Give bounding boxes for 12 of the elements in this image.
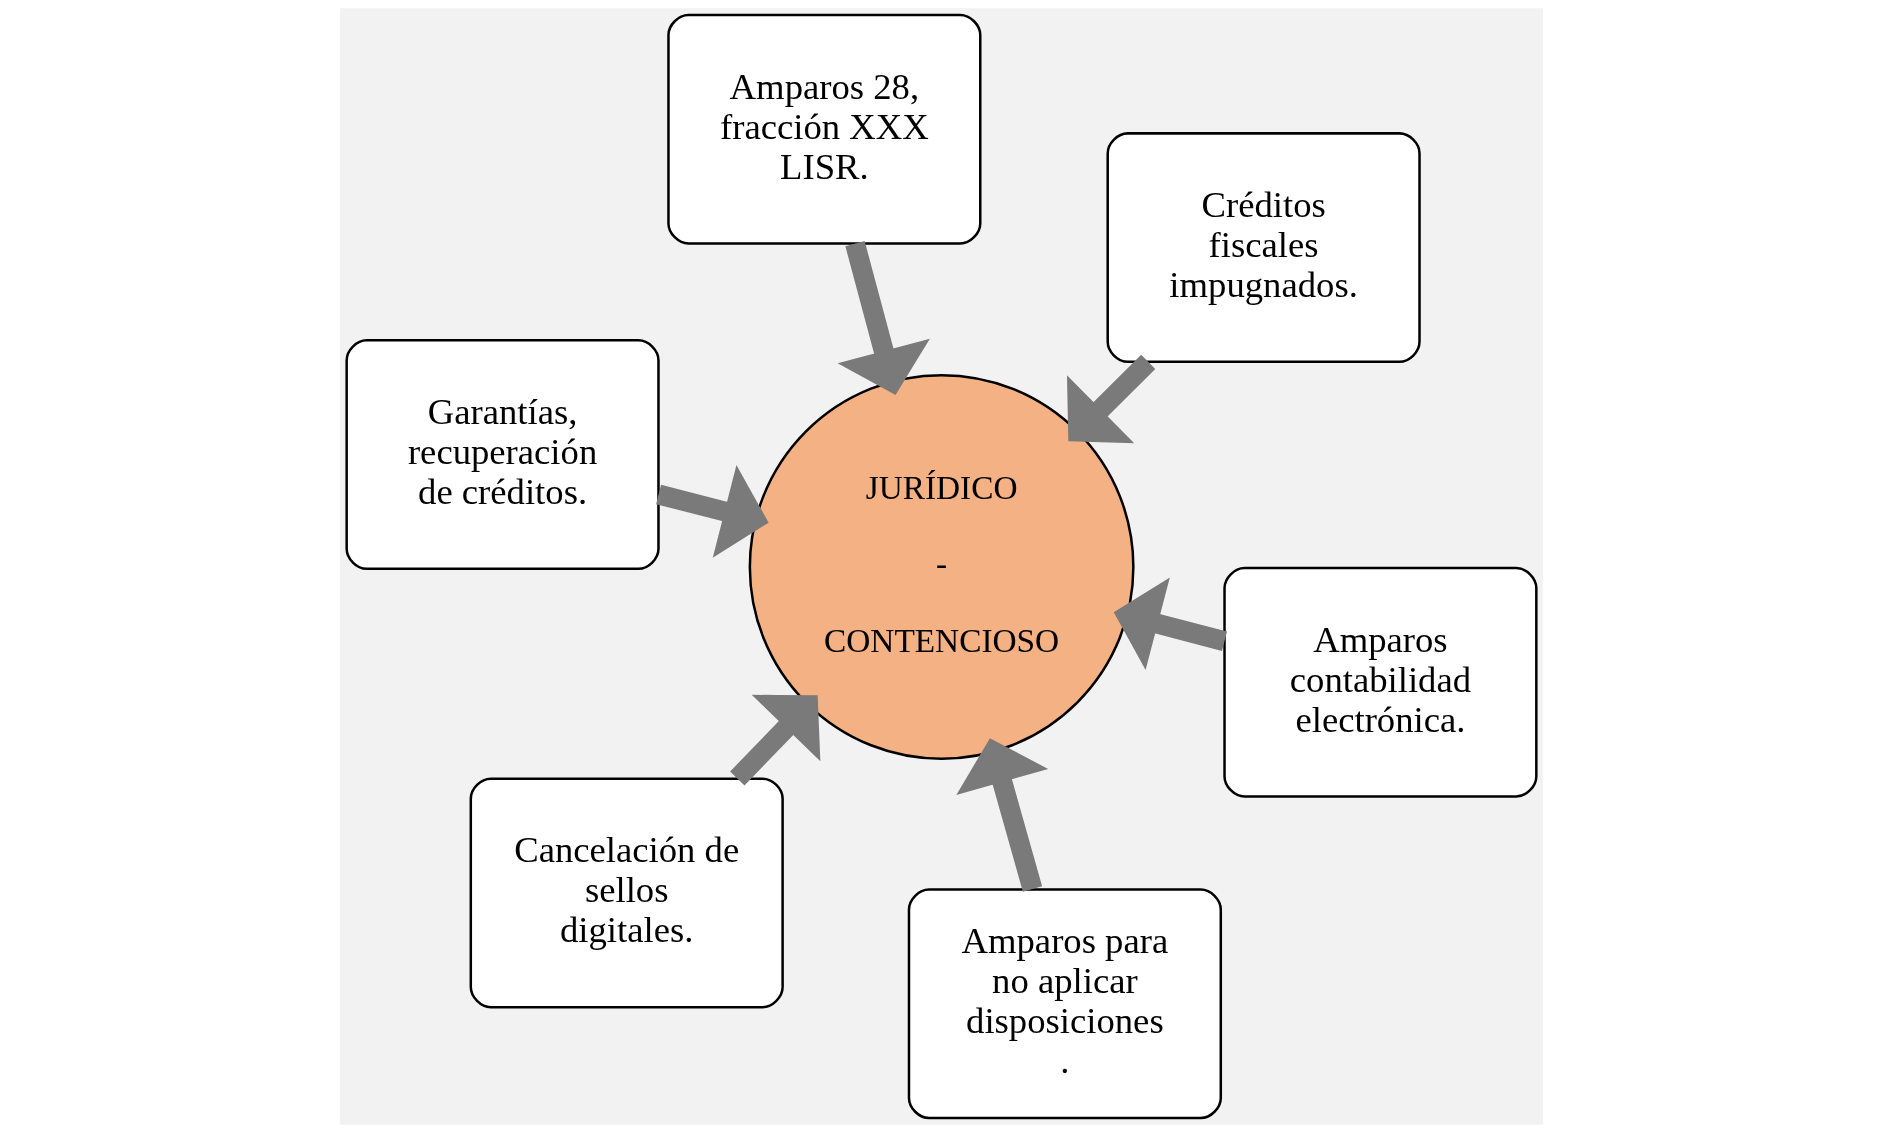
node-box: Amparos para no aplicar disposiciones . [907,888,1223,1120]
arrow [730,694,821,786]
arrow [956,738,1049,892]
node-box: Garantías, recuperación de créditos. [345,339,660,571]
node-box: Cancelación de sellos digitales. [469,777,784,1009]
node-box: Créditos fiscales impugnados. [1106,132,1421,364]
node-box: Amparos 28, fracción XXX LISR. [667,13,982,245]
arrow [656,465,769,558]
node-box: Amparos contabilidad electrónica. [1223,566,1538,798]
arrow [1066,354,1156,444]
arrow [1113,577,1227,670]
arrow [837,241,930,395]
